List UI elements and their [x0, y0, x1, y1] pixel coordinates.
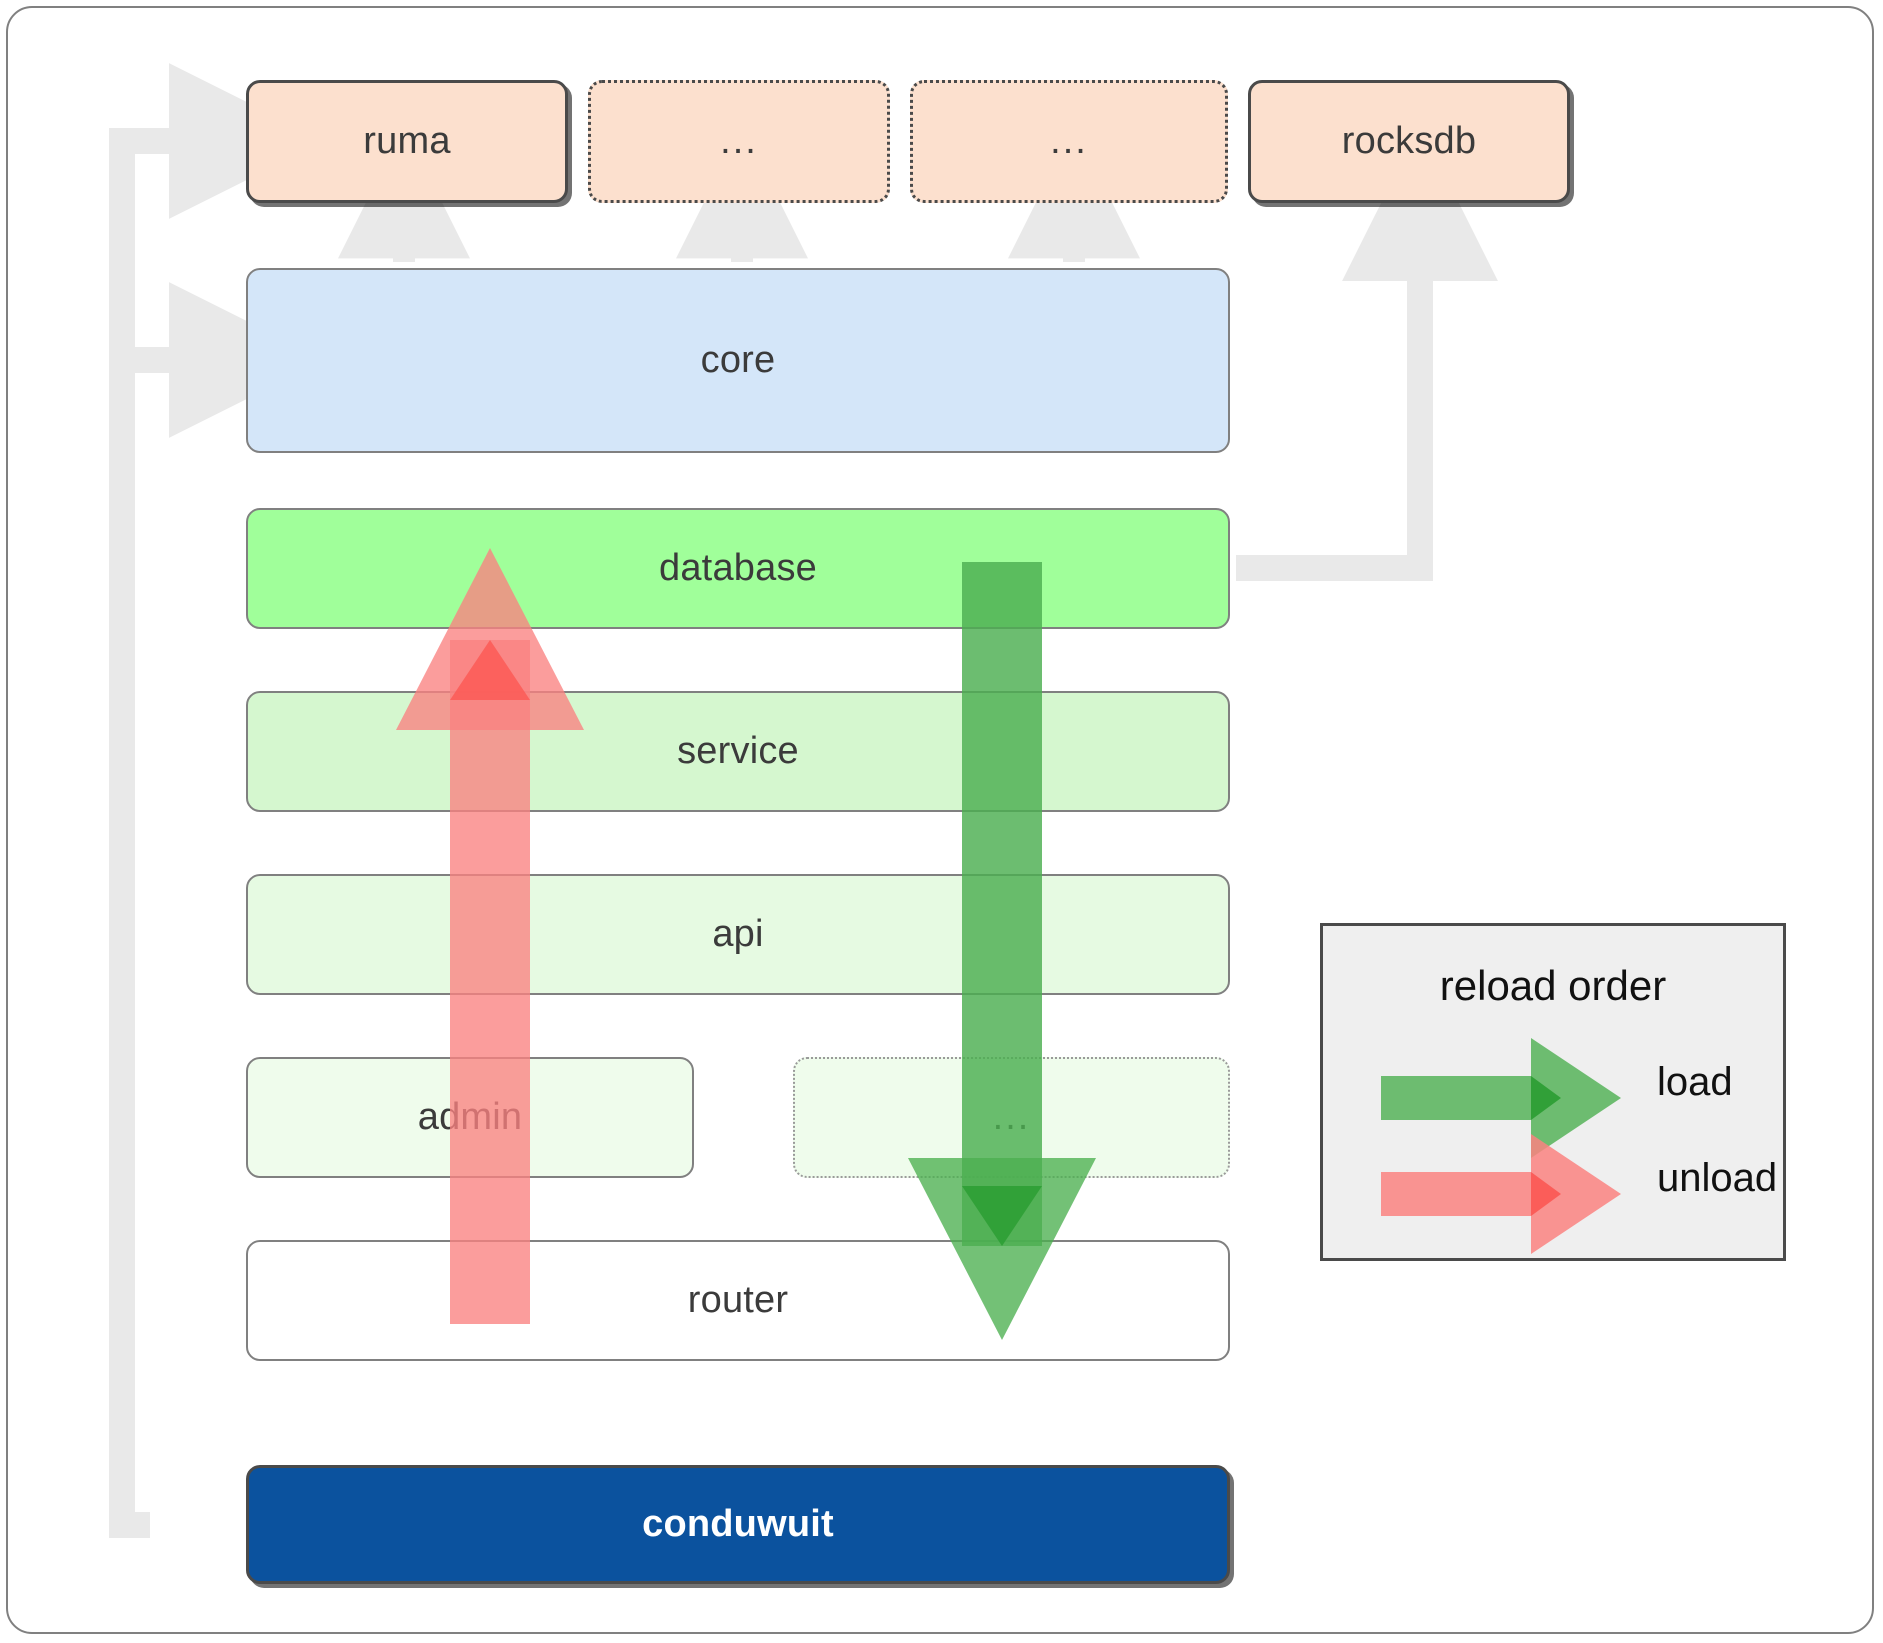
layer-box-router[interactable]: router: [246, 1240, 1230, 1361]
dependency-box-ellipsis-2[interactable]: ...: [910, 80, 1228, 203]
diagram-outer-frame: [6, 6, 1874, 1634]
layer-box-admin[interactable]: admin: [246, 1057, 694, 1178]
dependency-label-ellipsis-1: ...: [720, 119, 758, 162]
legend-label-unload: unload: [1657, 1156, 1778, 1200]
dependency-label-ellipsis-2: ...: [1050, 119, 1088, 162]
dependency-box-rocksdb[interactable]: rocksdb: [1248, 80, 1570, 203]
layer-label-admin: admin: [417, 1096, 523, 1138]
dependency-label-rocksdb: rocksdb: [1341, 120, 1477, 162]
layer-label-api: api: [712, 913, 764, 955]
legend-label-load: load: [1657, 1060, 1733, 1104]
dependency-box-ellipsis-1[interactable]: ...: [588, 80, 890, 203]
legend-row-load: load: [1323, 1038, 1783, 1158]
legend-row-unload: unload: [1323, 1134, 1783, 1254]
layer-box-database[interactable]: database: [246, 508, 1230, 629]
binary-box-conduwuit[interactable]: conduwuit: [246, 1465, 1230, 1584]
binary-label-conduwuit: conduwuit: [642, 1503, 834, 1545]
reload-order-legend: reload order load unload: [1320, 923, 1786, 1261]
layer-box-ellipsis[interactable]: ...: [793, 1057, 1230, 1178]
layer-box-service[interactable]: service: [246, 691, 1230, 812]
layer-label-service: service: [677, 730, 799, 772]
layer-label-router: router: [687, 1279, 789, 1321]
dependency-box-ruma[interactable]: ruma: [246, 80, 568, 203]
dependency-label-ruma: ruma: [363, 120, 451, 162]
layer-label-database: database: [659, 547, 817, 589]
layer-label-ellipsis: ...: [992, 1095, 1031, 1138]
legend-title: reload order: [1439, 962, 1667, 1009]
layer-box-api[interactable]: api: [246, 874, 1230, 995]
legend-unload-arrow-icon: [1381, 1134, 1621, 1254]
layer-label-core: core: [700, 339, 776, 381]
legend-load-arrow-icon: [1381, 1038, 1621, 1158]
layer-box-core[interactable]: core: [246, 268, 1230, 453]
